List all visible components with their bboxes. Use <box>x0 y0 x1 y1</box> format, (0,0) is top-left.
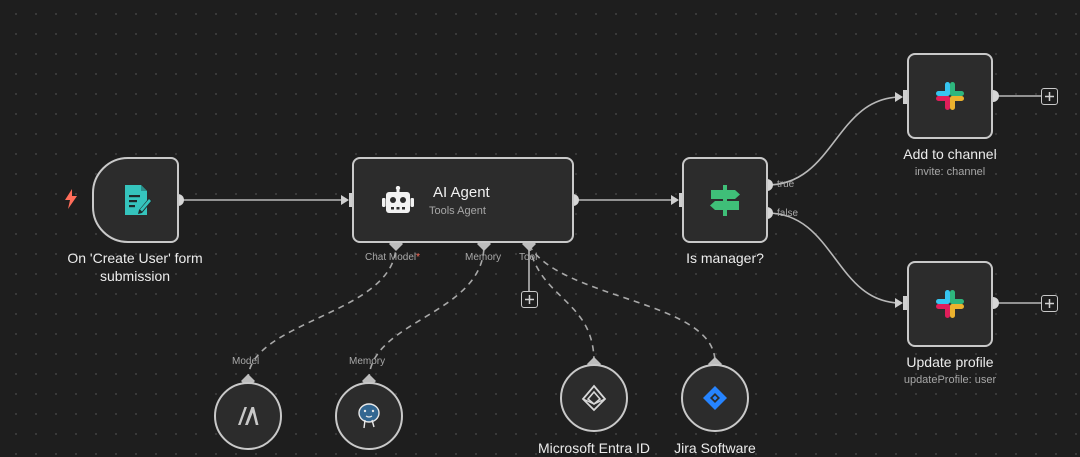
jira-tool-node[interactable] <box>681 364 749 432</box>
add-after-slack-add-button[interactable] <box>1041 88 1058 105</box>
add-after-slack-update-button[interactable] <box>1041 295 1058 312</box>
anthropic-icon <box>238 407 259 425</box>
ai-agent-node[interactable]: AI Agent Tools Agent <box>352 157 574 243</box>
input-port-slack-add <box>903 90 907 104</box>
edge-if-false-slack-update <box>766 212 902 304</box>
input-port-if <box>679 193 683 207</box>
entra-icon <box>581 384 607 412</box>
trigger-node[interactable] <box>92 157 179 243</box>
slack-add-sublabel: invite: channel <box>914 166 986 178</box>
edge-tool-jira <box>528 244 716 363</box>
plus-icon <box>1045 299 1054 308</box>
slack-update-label: Update profile <box>906 354 994 370</box>
if-node[interactable] <box>682 157 768 243</box>
edge-if-true-slack-add <box>766 96 902 186</box>
input-port-slack-update <box>903 296 907 310</box>
chat-model-port-label: Chat Model <box>365 252 420 263</box>
plus-icon <box>525 295 534 304</box>
robot-icon <box>382 186 414 213</box>
slack-update-profile-node[interactable] <box>907 261 993 347</box>
input-arrow-if <box>671 195 679 205</box>
signpost-icon <box>710 185 740 216</box>
slack-add-label: Add to channel <box>903 146 997 162</box>
trigger-bolt-icon <box>65 189 77 209</box>
if-label: Is manager? <box>686 250 764 266</box>
input-arrow-slack-add <box>895 92 903 102</box>
anthropic-model-node[interactable] <box>214 382 282 450</box>
model-port-label: Model <box>232 356 260 367</box>
edge-memory-agent <box>368 244 485 381</box>
trigger-label: On 'Create User' form submission <box>67 250 203 284</box>
jira-icon <box>703 386 727 410</box>
input-arrow-agent <box>341 195 349 205</box>
slack-icon <box>936 290 964 318</box>
if-false-label: false <box>777 208 799 219</box>
memory-port-label: Memory <box>465 252 502 263</box>
jira-label: Jira Software <box>674 440 756 456</box>
edge-model-chatmodel <box>247 244 397 381</box>
input-port-agent <box>349 193 353 207</box>
plus-icon <box>1045 92 1054 101</box>
ai-agent-title: AI Agent <box>433 184 490 201</box>
postgres-memory-node[interactable] <box>335 382 403 450</box>
if-true-label: true <box>777 179 795 190</box>
ai-agent-subtitle: Tools Agent <box>429 205 486 217</box>
tool-port-label: Tool <box>519 252 538 263</box>
entra-label: Microsoft Entra ID <box>537 440 651 456</box>
input-arrow-slack-update <box>895 298 903 308</box>
edge-tool-entra <box>528 244 595 363</box>
form-icon <box>124 185 152 215</box>
slack-update-sublabel: updateProfile: user <box>903 374 997 386</box>
postgres-icon <box>358 403 380 429</box>
memory-node-port-label: Memory <box>349 356 386 367</box>
slack-icon <box>936 82 964 110</box>
add-tool-button[interactable] <box>521 291 538 308</box>
entra-tool-node[interactable] <box>560 364 628 432</box>
slack-add-to-channel-node[interactable] <box>907 53 993 139</box>
